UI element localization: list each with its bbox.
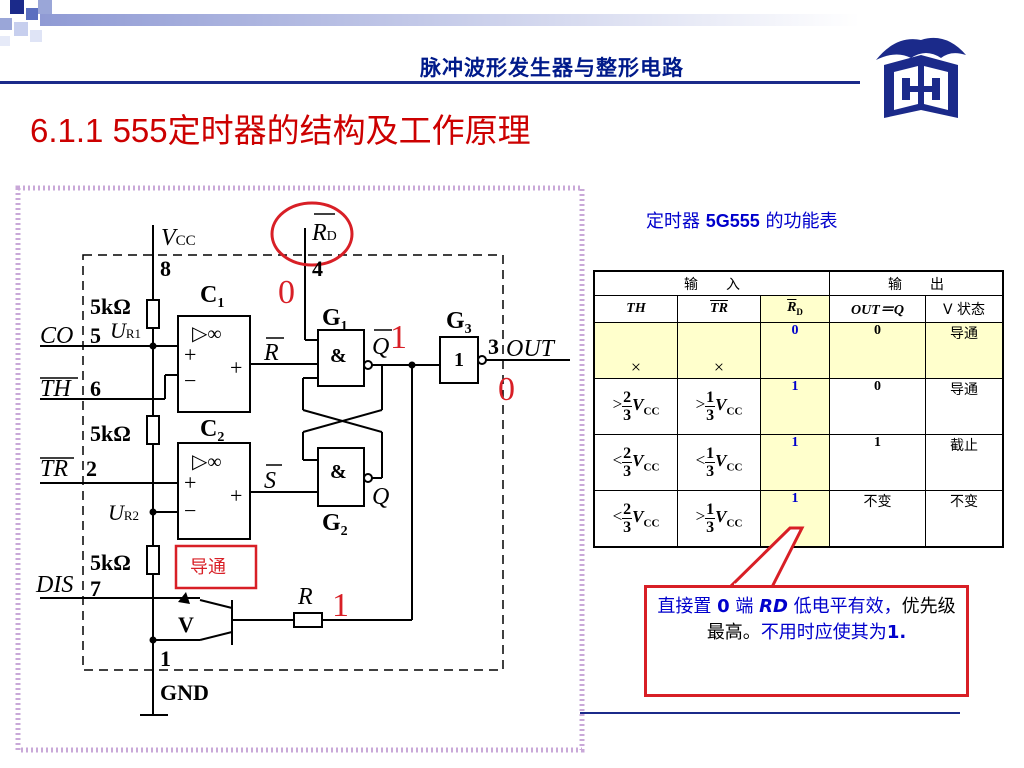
resistor-3 — [146, 545, 160, 575]
footer-rule — [580, 712, 960, 714]
row1-v: 导通 — [925, 377, 1004, 436]
col-tr: TR — [677, 295, 761, 323]
c2-plus-out: + — [230, 483, 242, 508]
res-label-3: 5kΩ — [90, 550, 131, 575]
out-label: OUT — [506, 336, 556, 362]
pin-1: 1 — [160, 646, 171, 671]
th-label: TH — [40, 376, 72, 402]
table-row: × × 0 0 导通 — [593, 321, 1004, 379]
nand-gate-g1 — [317, 329, 365, 387]
slide-title: 6.1.1 555定时器的结构及工作原理 — [30, 112, 531, 149]
row3-v: 不变 — [925, 490, 1004, 548]
resistor-r — [293, 612, 323, 628]
q-label: Q — [372, 484, 389, 510]
table-caption: 定时器 5G555 的功能表 — [646, 211, 838, 232]
diagram-frame — [15, 185, 585, 753]
pin-5: 5 — [90, 323, 101, 348]
row1-out: 0 — [829, 377, 926, 436]
rd-highlight-circle — [270, 201, 354, 267]
pin-3: 3 — [488, 334, 499, 359]
row0-out: 0 — [829, 321, 926, 379]
row2-rd: 1 — [760, 434, 830, 492]
g3-not-symbol: 1 — [454, 349, 464, 371]
row0-v: 导通 — [925, 321, 1004, 379]
circuit-diagram: VCC RD 8 4 5kΩ 5kΩ 5kΩ C1 C2 CO 5 UR1 TH… — [15, 185, 585, 753]
ur2-label: UR2 — [108, 500, 139, 525]
row2-v: 截止 — [925, 434, 1004, 492]
g3-label: G3 — [446, 308, 472, 337]
c1-plus-in: + — [184, 342, 196, 367]
row0-rd: 0 — [760, 321, 830, 379]
col-th: TH — [593, 295, 678, 323]
function-table: 输 入 输 出 TH TR RD OUT＝Q V 状态 × × 0 0 导通 >… — [593, 270, 1004, 548]
pin-4: 4 — [312, 256, 323, 281]
corner-decoration — [0, 0, 52, 46]
gnd-label: GND — [160, 680, 209, 705]
g2-label: G2 — [322, 510, 348, 539]
qbar-label: Q — [372, 334, 389, 360]
row0-th: × — [593, 321, 678, 379]
university-logo-icon — [876, 37, 966, 118]
c1-label: C1 — [200, 282, 224, 311]
row2-out: 1 — [829, 434, 926, 492]
col-rd: RD — [760, 295, 830, 323]
res-label-1: 5kΩ — [90, 294, 131, 319]
pin-6: 6 — [90, 376, 101, 401]
red-zero-out: 0 — [498, 371, 515, 408]
col-out: OUT＝Q — [829, 295, 926, 323]
callout-box: 直接置 0 端 RD 低电平有效，优先级最高。不用时应使其为1. — [644, 585, 969, 697]
c2-label: C2 — [200, 416, 224, 445]
rbar-label: R — [263, 340, 279, 366]
conduct-badge — [174, 544, 258, 590]
output-header: 输 出 — [829, 270, 1004, 297]
res-label-2: 5kΩ — [90, 421, 131, 446]
co-label: CO — [40, 323, 73, 349]
col-v: V 状态 — [925, 295, 1004, 323]
ur1-label: UR1 — [110, 318, 141, 343]
header-gradient-bar — [40, 14, 860, 26]
row1-rd: 1 — [760, 377, 830, 436]
c2-amp-symbol: ▷∞ — [192, 451, 222, 473]
resistor-1 — [146, 299, 160, 329]
g1-label: G1 — [322, 305, 348, 334]
v-label: V — [178, 612, 194, 637]
c1-plus-out: + — [230, 355, 242, 380]
c2-minus-in: − — [184, 498, 196, 523]
rd-label: RD — [311, 220, 337, 246]
c2-plus-in: + — [184, 470, 196, 495]
pin-8: 8 — [160, 256, 171, 281]
conduct-badge-text: 导通 — [190, 557, 226, 577]
g2-and-symbol: & — [330, 461, 347, 483]
sbar-label: S — [264, 468, 276, 494]
c1-amp-symbol: ▷∞ — [192, 323, 222, 345]
header-title: 脉冲波形发生器与整形电路 — [420, 55, 684, 80]
g1-and-symbol: & — [330, 345, 347, 367]
pin-2: 2 — [86, 456, 97, 481]
resistor-2 — [146, 415, 160, 445]
red-zero-rd: 0 — [278, 274, 295, 311]
r-label: R — [297, 584, 313, 610]
vcc-label: VCC — [161, 225, 196, 251]
chip-boundary — [82, 254, 504, 671]
dis-label: DIS — [35, 572, 73, 598]
row3-out: 不变 — [829, 490, 926, 548]
input-header: 输 入 — [593, 270, 830, 297]
pin-7: 7 — [90, 576, 101, 601]
red-one-r: 1 — [332, 587, 349, 624]
red-one-qbar: 1 — [390, 319, 407, 356]
c1-minus-in: − — [184, 368, 196, 393]
tr-label: TR — [40, 456, 68, 482]
row0-tr: × — [677, 321, 761, 379]
header-rule — [0, 81, 860, 84]
